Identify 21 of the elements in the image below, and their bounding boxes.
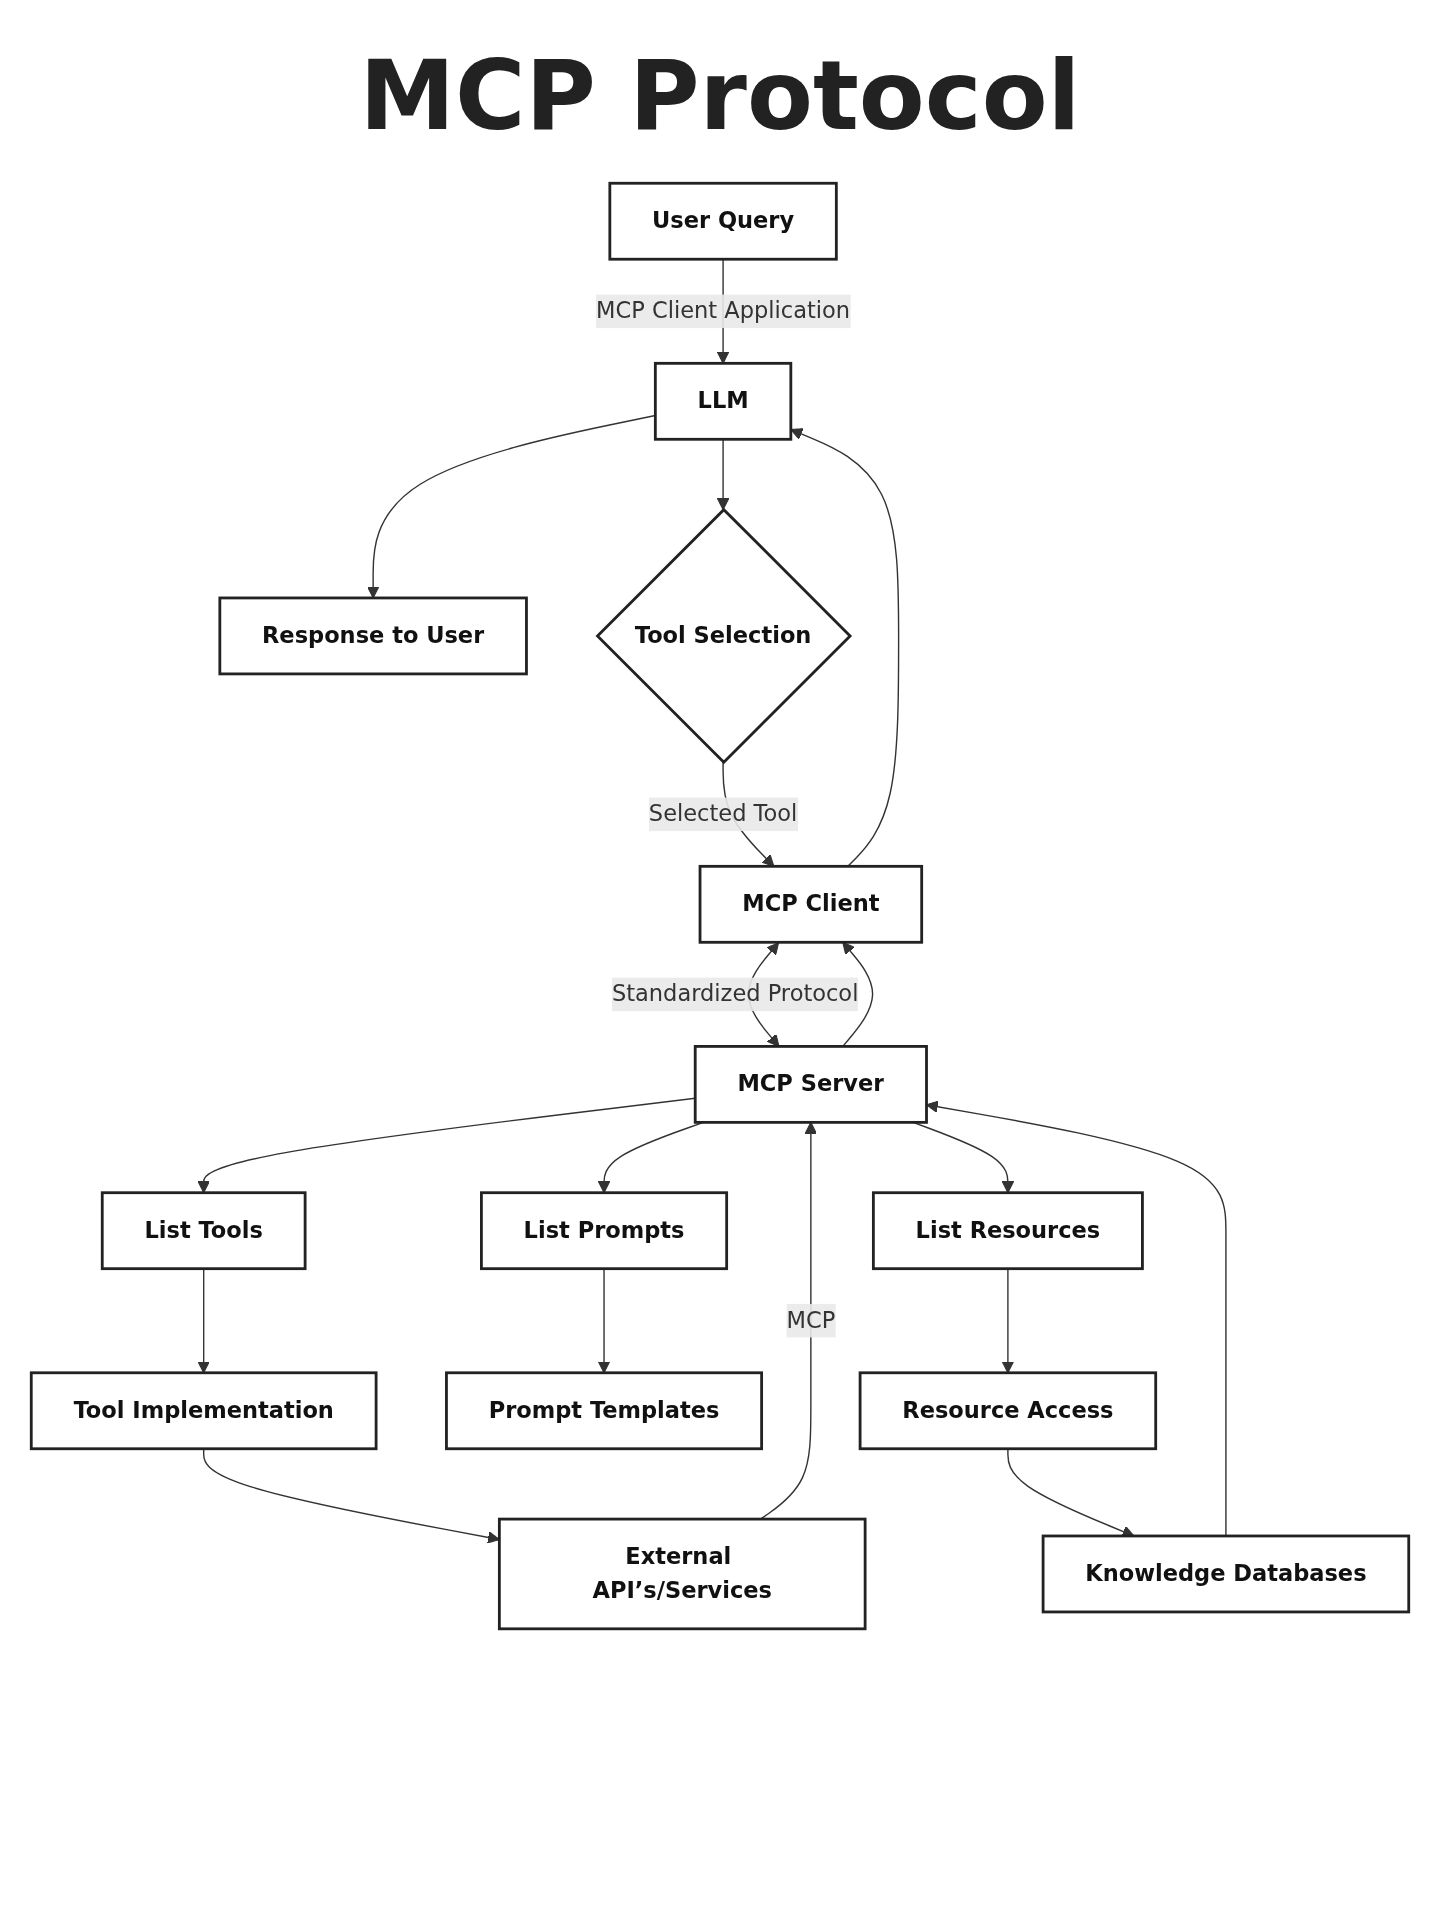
node-box [653, 361, 793, 441]
node-box [100, 1191, 307, 1271]
node-box [218, 596, 528, 676]
edge-label: MCP [786, 1306, 836, 1334]
node-box [608, 181, 838, 261]
node-box [445, 1371, 764, 1451]
node-box [29, 1371, 378, 1451]
node-box [497, 1517, 867, 1631]
node-box [698, 864, 924, 944]
edge-label: Standardized Protocol [611, 980, 859, 1008]
node-box [693, 1045, 928, 1124]
node-box [1041, 1534, 1411, 1614]
edge-label: MCP Client Application [596, 297, 851, 324]
node-box [871, 1191, 1144, 1271]
node-box [858, 1371, 1158, 1451]
node-box [480, 1191, 729, 1271]
arrow [202, 1448, 500, 1544]
diagram-title: MCP Protocol [358, 40, 1082, 152]
edge-label: Selected Tool [648, 800, 798, 827]
flowchart: User Query MCP Client Application LLM Response to User Tool Selection Selected Tool MCP Client Standardized Protocol MCP Server List Tools List Prompts List Resources MCP Tool Implementation Prompt Templates Resource Access External API’s/Services Knowledge Databases [20, 172, 1420, 1641]
node-diamond [595, 507, 853, 765]
